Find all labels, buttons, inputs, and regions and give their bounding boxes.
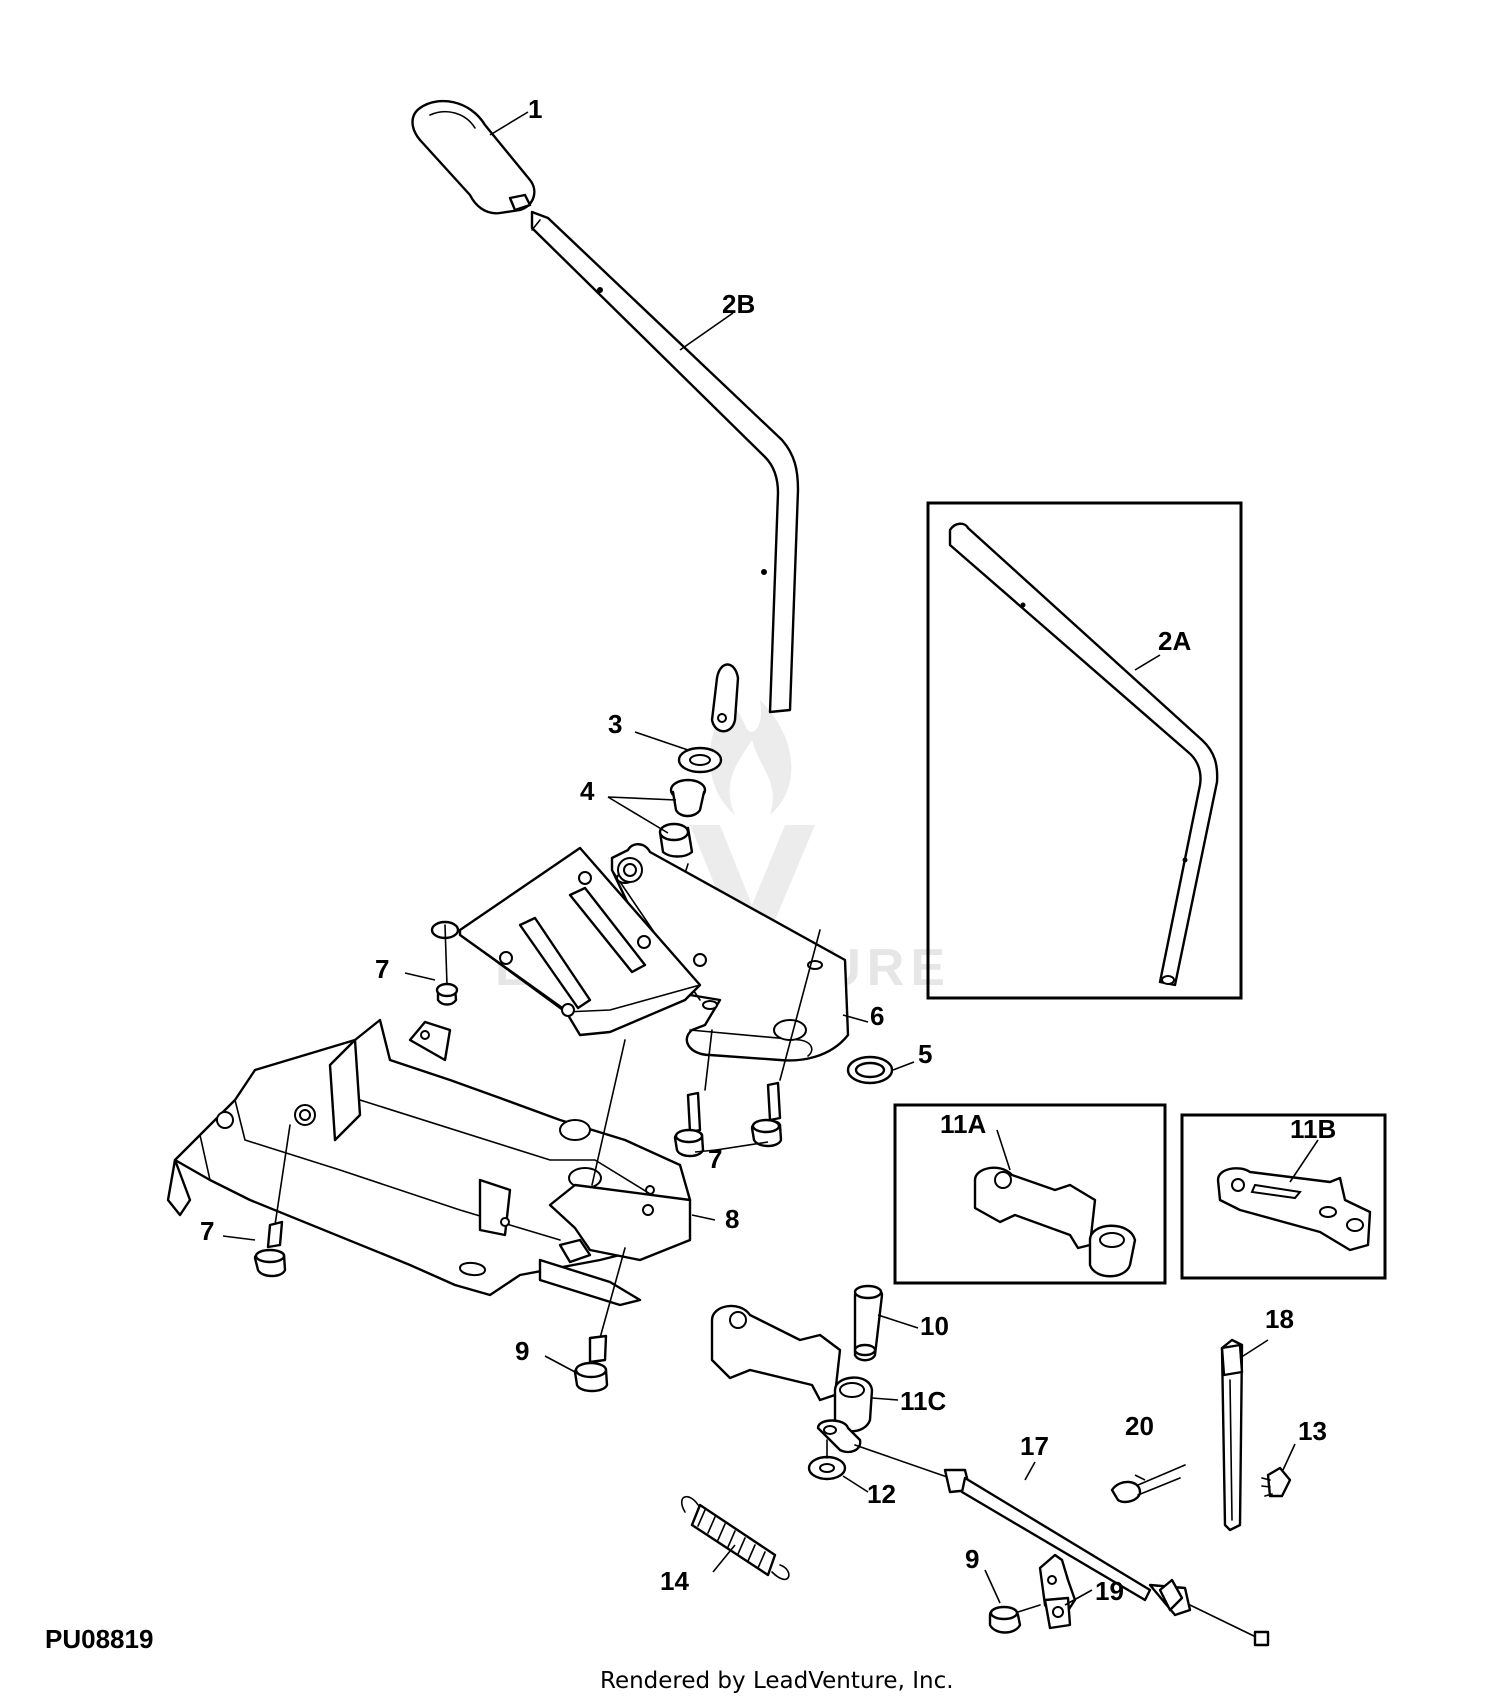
- callout-10: 10: [920, 1311, 949, 1341]
- part-7-screw-bottom: [253, 1124, 291, 1278]
- inset-frame-11a: [893, 1103, 1167, 1285]
- inset-frame-2a: [926, 501, 1243, 1000]
- part-19-bracket: [1038, 1553, 1077, 1630]
- callout-12: 12: [867, 1479, 896, 1509]
- callout-18: 18: [1265, 1304, 1294, 1334]
- part-4-bushings: [658, 778, 707, 858]
- part-9-screw-bottom: [988, 1604, 1041, 1634]
- callout-14: 14: [660, 1566, 689, 1596]
- callout-2b: 2B: [722, 289, 755, 319]
- callout-7-top: 7: [375, 954, 389, 984]
- part-18-cable-tie: [1220, 1338, 1244, 1532]
- callout-9-middle: 9: [515, 1336, 529, 1366]
- callout-7-bottom: 7: [200, 1216, 214, 1246]
- part-2b-lever-rod: [530, 210, 800, 733]
- callout-3: 3: [608, 709, 622, 739]
- callout-4: 4: [580, 776, 595, 806]
- callout-6: 6: [870, 1001, 884, 1031]
- part-5-grommet: [846, 1055, 894, 1085]
- callout-9-bottom: 9: [965, 1544, 979, 1574]
- part-13-clip: [1261, 1466, 1292, 1498]
- callout-5: 5: [918, 1039, 932, 1069]
- inset-2a: [926, 501, 1243, 1000]
- part-7-screw-top: [430, 920, 460, 1006]
- part-17-cable: [816, 1419, 1270, 1647]
- inset-11b: [1180, 1113, 1387, 1280]
- part-1-knob: [411, 99, 536, 215]
- part-8-plate: [548, 1183, 692, 1262]
- figure-id: PU08819: [45, 1624, 153, 1654]
- callout-11b: 11B: [1290, 1114, 1336, 1144]
- part-9-screw-middle: [573, 1247, 626, 1393]
- callout-1: 1: [528, 94, 542, 124]
- part-12-washer: [807, 1439, 847, 1481]
- callout-11a: 11A: [940, 1109, 986, 1139]
- callout-19: 19: [1095, 1576, 1124, 1606]
- inset-11a: [893, 1103, 1167, 1285]
- callout-13: 13: [1298, 1416, 1327, 1446]
- part-11c-link: [710, 1304, 874, 1433]
- callout-11c: 11C: [900, 1386, 946, 1416]
- top-slotted-plate: [458, 846, 707, 1037]
- part-10-pin: [853, 1284, 884, 1362]
- callout-17: 17: [1020, 1431, 1049, 1461]
- part-20-clip: [1110, 1464, 1186, 1504]
- callout-7-middle: 7: [708, 1144, 722, 1174]
- callout-20: 20: [1125, 1411, 1154, 1441]
- main-bracket: [166, 1018, 692, 1307]
- part-7-screw-pair: [673, 1081, 783, 1158]
- callout-labels: 1 2B 2A 3 4 5 6 7 7 7 8 9 9 10 11A 11B 1…: [200, 94, 1336, 1606]
- inset-frame-11b: [1180, 1113, 1387, 1280]
- part-14-spring: [680, 1496, 790, 1581]
- callout-8: 8: [725, 1204, 739, 1234]
- part-3-washer: [677, 746, 723, 774]
- leader-lines: [222, 111, 1319, 1606]
- callout-2a: 2A: [1158, 626, 1191, 656]
- footer-credit: Rendered by LeadVenture, Inc.: [600, 1668, 954, 1694]
